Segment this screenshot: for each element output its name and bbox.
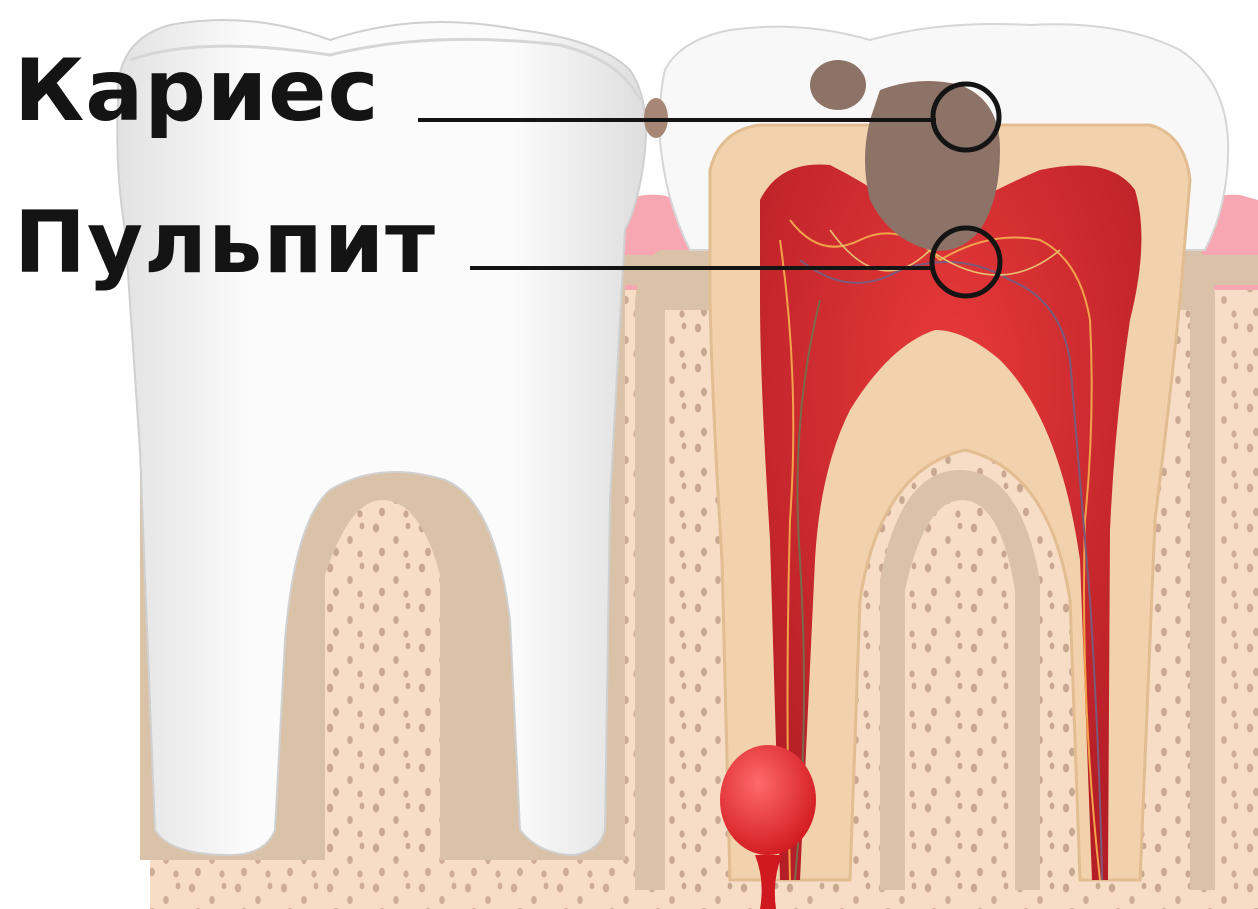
left-tooth xyxy=(117,20,646,860)
right-tooth xyxy=(635,24,1228,909)
caries-spot xyxy=(810,60,866,110)
label-caries: Кариес xyxy=(14,48,379,134)
abscess xyxy=(720,745,816,855)
label-pulpitis: Пульпит xyxy=(14,200,436,286)
